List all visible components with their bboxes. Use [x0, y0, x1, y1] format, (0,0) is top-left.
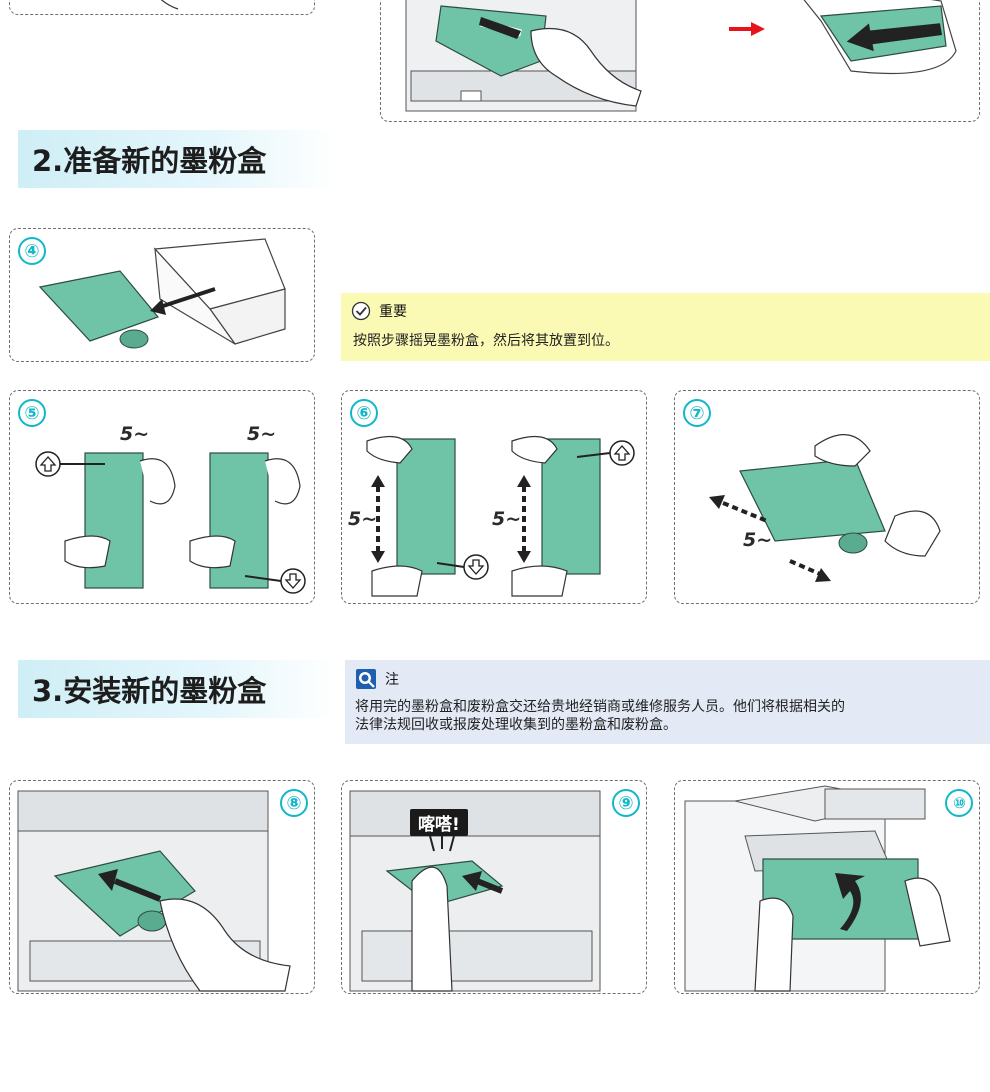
shake-count-6a: 5~ [348, 508, 378, 530]
insert-arrow-icon [98, 869, 162, 902]
step-6-panel: ⑥ 5~ 5~ [341, 390, 647, 604]
section-title-prepare: 2.准备新的墨粉盒 [18, 130, 338, 188]
vertical-shake-arrow-icon-2 [517, 475, 531, 563]
step-8-panel: ⑧ [9, 780, 315, 994]
step-number-6: ⑥ [350, 399, 378, 427]
down-arrow-circle-icon-6 [436, 554, 489, 580]
step-number-5: ⑤ [18, 399, 46, 427]
recycling-note: 注 将用完的墨粉盒和废粉盒交还给贵地经销商或维修服务人员。他们将根据相关的 法律… [345, 660, 990, 744]
insert-bag-arrow-icon [846, 23, 943, 52]
tap-toner-illustration [35, 451, 306, 594]
step-10-panel: ⑩ [674, 780, 980, 994]
push-in-toner-illustration [349, 790, 601, 992]
cartridge-edge-illustration [160, 0, 179, 10]
checkmark-circle-icon [351, 301, 371, 321]
shake-count-6b: 5~ [492, 508, 522, 530]
rotate-close-arrow-icon [835, 873, 865, 931]
vertical-shake-arrow-icon [371, 475, 385, 563]
step-number-7: ⑦ [683, 399, 711, 427]
note-text-line2: 法律法规回收或报废处理收集到的墨粉盒和废粉盒。 [355, 717, 677, 733]
shake-vertical-illustration [366, 435, 635, 597]
step-4-panel: ④ [9, 228, 315, 362]
pull-arrow-icon [479, 17, 521, 39]
step-number-10: ⑩ [945, 789, 973, 817]
step-number-4: ④ [18, 237, 46, 265]
toner-removal-illustration [405, 0, 957, 112]
up-arrow-circle-icon [35, 451, 105, 477]
insert-toner-illustration [17, 790, 291, 992]
note-label: 注 [385, 672, 399, 688]
push-arrow-icon [462, 871, 504, 894]
note-magnifier-icon [356, 669, 376, 689]
note-text-line1: 将用完的墨粉盒和废粉盒交还给贵地经销商或维修服务人员。他们将根据相关的 [355, 699, 845, 715]
down-arrow-circle-icon [244, 568, 306, 594]
horizontal-shake-arrow-icon [709, 495, 831, 582]
section-title-install: 3.安装新的墨粉盒 [18, 660, 338, 718]
up-arrow-circle-icon-6 [576, 440, 635, 466]
next-step-arrow-icon [729, 22, 765, 36]
step-number-8: ⑧ [280, 789, 308, 817]
unbox-toner-illustration [38, 238, 286, 349]
shake-horizontal-illustration [709, 434, 941, 582]
click-sound-label: 喀嗒! [410, 809, 468, 836]
illustration-remove-toner-right [380, 0, 980, 122]
pull-out-arrow-icon [150, 287, 216, 315]
important-note: 重要 按照步骤摇晃墨粉盒，然后将其放置到位。 [341, 293, 990, 361]
important-label: 重要 [379, 304, 407, 320]
shake-count-5b: 5~ [247, 423, 277, 445]
important-text: 按照步骤摇晃墨粉盒，然后将其放置到位。 [353, 333, 619, 349]
shake-count-5a: 5~ [120, 423, 150, 445]
step-9-panel: ⑨ 喀嗒! [341, 780, 647, 994]
step-7-panel: ⑦ 5~ [674, 390, 980, 604]
close-cover-illustration [684, 785, 951, 992]
illustration-remove-toner-left [9, 0, 315, 15]
shake-count-7: 5~ [743, 529, 773, 551]
step-5-panel: ⑤ 5~ 5~ [9, 390, 315, 604]
step-number-9: ⑨ [612, 789, 640, 817]
